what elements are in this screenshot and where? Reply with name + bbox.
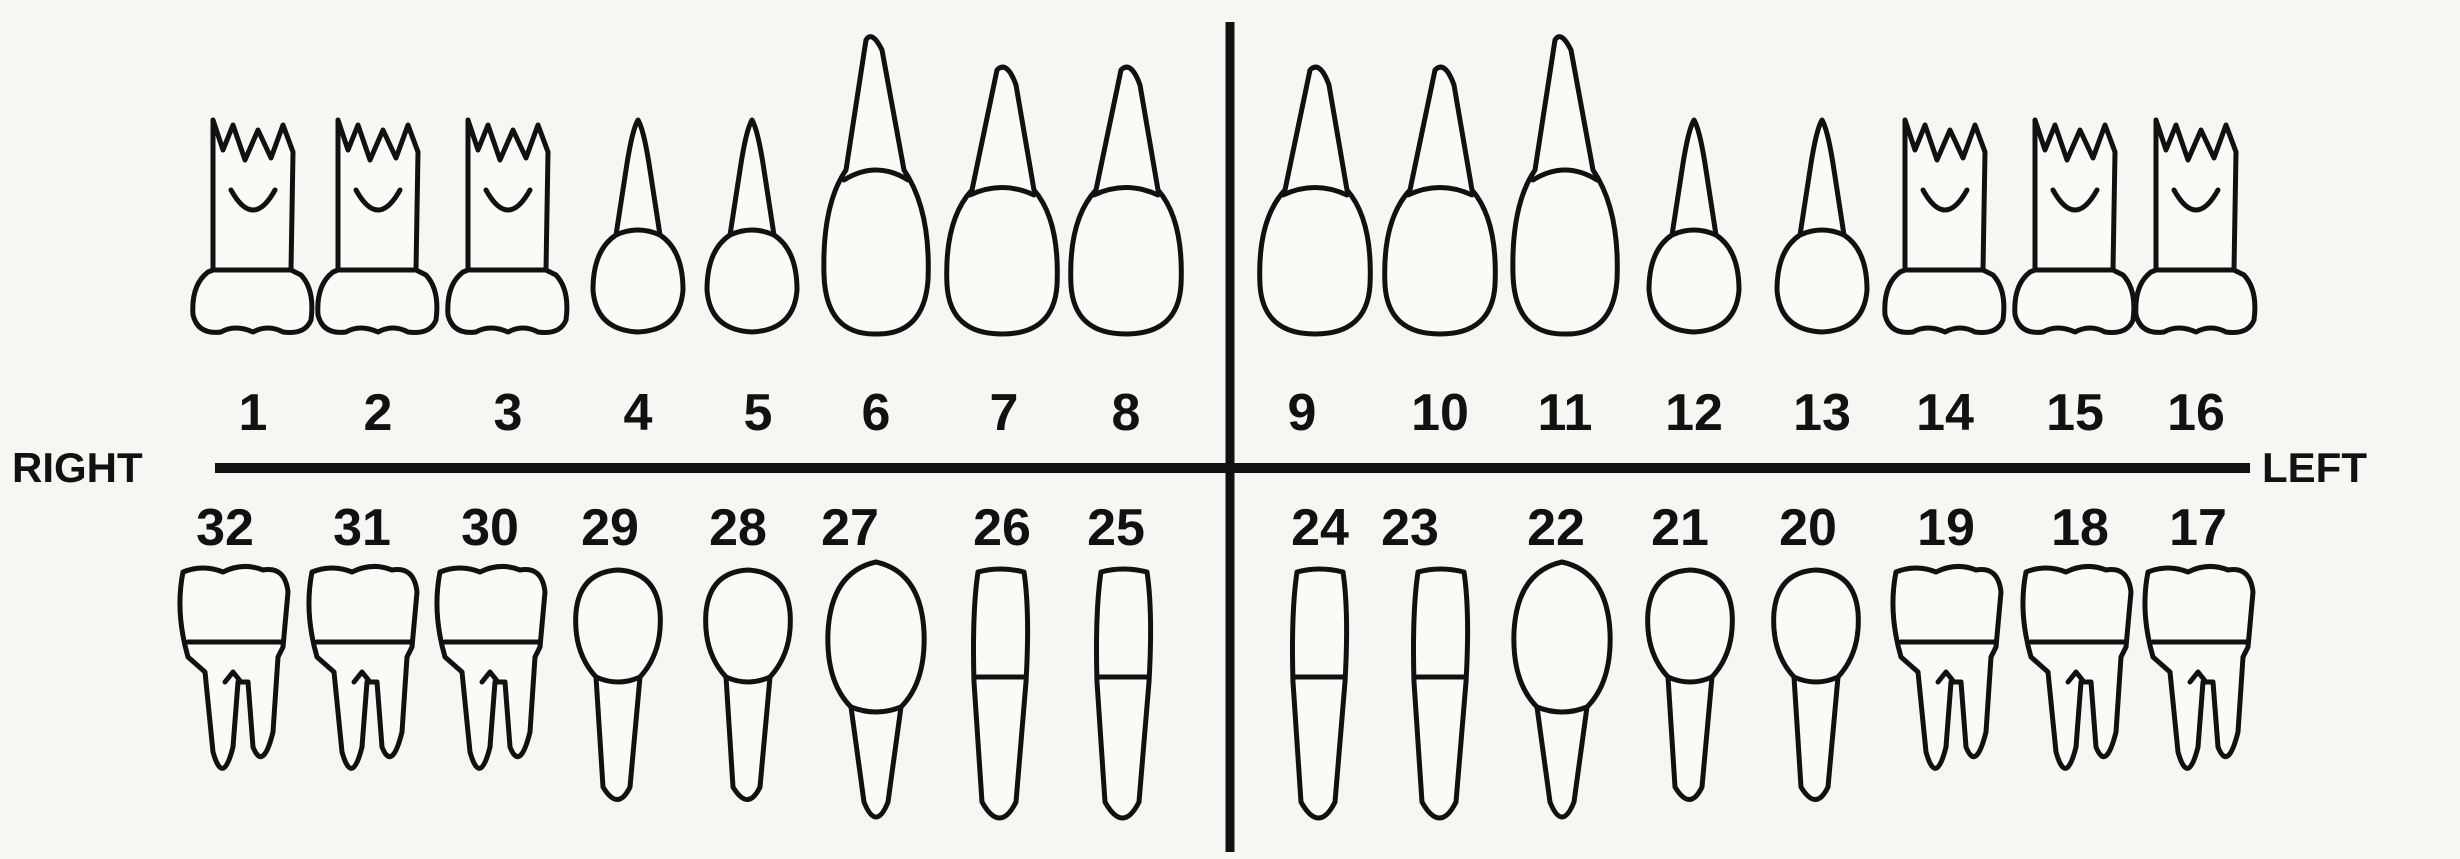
tooth-upper-5 — [707, 120, 797, 332]
lower-tooth-number: 18 — [2051, 499, 2109, 557]
upper-tooth-number: 13 — [1793, 384, 1851, 442]
tooth-upper-10 — [1385, 67, 1496, 334]
upper-tooth-number: 11 — [1538, 384, 1593, 442]
tooth-lower-8 — [1097, 569, 1151, 818]
tooth-upper-6 — [824, 37, 928, 334]
upper-tooth-number: 2 — [364, 384, 393, 442]
tooth-upper-11 — [1513, 37, 1617, 334]
tooth-upper-2 — [318, 120, 437, 333]
lower-tooth-number: 27 — [821, 499, 879, 557]
tooth-lower-5 — [706, 570, 791, 800]
lower-tooth-number: 29 — [581, 499, 639, 557]
upper-tooth-number: 1 — [239, 384, 268, 442]
upper-tooth-number: 12 — [1665, 384, 1723, 442]
tooth-lower-7 — [974, 569, 1028, 818]
tooth-upper-4 — [593, 120, 683, 332]
tooth-lower-13 — [1774, 570, 1859, 800]
lower-tooth-number: 20 — [1779, 499, 1837, 557]
tooth-upper-15 — [2015, 120, 2134, 333]
left-side-label: LEFT — [2262, 444, 2367, 491]
lower-tooth-number: 21 — [1651, 499, 1709, 557]
tooth-lower-16 — [2145, 566, 2253, 768]
tooth-lower-6 — [828, 562, 924, 817]
lower-tooth-number: 32 — [196, 499, 254, 557]
tooth-lower-9 — [1293, 569, 1347, 818]
tooth-upper-13 — [1777, 120, 1867, 332]
upper-tooth-number: 4 — [624, 384, 653, 442]
tooth-lower-2 — [309, 566, 417, 768]
upper-tooth-number: 5 — [744, 384, 773, 442]
tooth-upper-12 — [1649, 120, 1739, 332]
lower-arch: 32 31 30 29 28 27 26 25 24 23 22 21 20 19 18 17 — [180, 499, 2253, 818]
upper-tooth-number: 10 — [1411, 384, 1469, 442]
lower-tooth-number: 28 — [709, 499, 767, 557]
lower-tooth-number: 30 — [461, 499, 519, 557]
upper-tooth-number: 3 — [494, 384, 523, 442]
tooth-lower-14 — [1893, 566, 2001, 768]
upper-tooth-number: 6 — [862, 384, 891, 442]
lower-tooth-number: 19 — [1917, 499, 1975, 557]
tooth-upper-3 — [448, 120, 567, 333]
upper-tooth-number: 7 — [990, 384, 1019, 442]
upper-tooth-number: 8 — [1112, 384, 1141, 442]
lower-tooth-number: 23 — [1381, 499, 1439, 557]
tooth-upper-1 — [193, 120, 312, 333]
upper-tooth-number: 14 — [1916, 384, 1974, 442]
lower-tooth-number: 25 — [1087, 499, 1145, 557]
tooth-lower-1 — [180, 566, 288, 768]
lower-tooth-number: 31 — [333, 499, 391, 557]
tooth-lower-12 — [1648, 570, 1733, 800]
lower-tooth-number: 17 — [2169, 499, 2227, 557]
upper-tooth-number: 16 — [2167, 384, 2225, 442]
tooth-lower-3 — [437, 566, 545, 768]
lower-tooth-number: 22 — [1527, 499, 1585, 557]
tooth-lower-15 — [2023, 566, 2131, 768]
tooth-upper-8 — [1071, 67, 1182, 334]
tooth-lower-4 — [576, 570, 661, 800]
lower-tooth-number: 24 — [1291, 499, 1349, 557]
upper-tooth-number: 15 — [2046, 384, 2104, 442]
tooth-lower-10 — [1414, 569, 1468, 818]
tooth-lower-11 — [1514, 562, 1610, 817]
upper-tooth-number: 9 — [1288, 384, 1317, 442]
tooth-upper-7 — [947, 67, 1058, 334]
lower-tooth-number: 26 — [973, 499, 1031, 557]
tooth-upper-9 — [1260, 67, 1371, 334]
tooth-upper-16 — [2136, 120, 2255, 333]
tooth-upper-14 — [1885, 120, 2004, 333]
right-side-label: RIGHT — [12, 444, 143, 491]
